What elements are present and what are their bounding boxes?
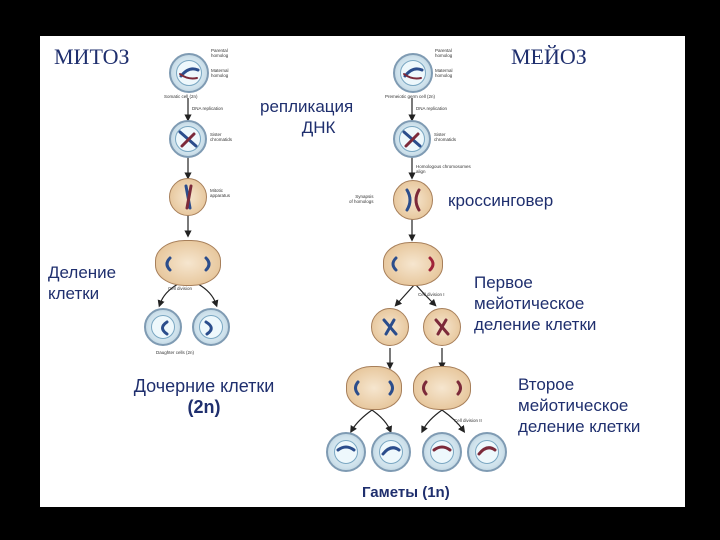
- arrows-layer: [157, 98, 466, 434]
- mitosis-division-label: Cell division: [168, 286, 193, 291]
- premeiotic-cell: [393, 53, 433, 93]
- division-two-label: Cell division II: [454, 418, 482, 423]
- meiosis-i-daughter-left: [371, 308, 409, 346]
- division-one-label: Cell division I: [418, 292, 445, 297]
- gamete-1: [326, 432, 366, 472]
- daughter-cell-right: [192, 308, 230, 346]
- gamete-3: [422, 432, 462, 472]
- chromosomes-layer: [161, 67, 497, 456]
- meiosis-replicated-cell: [393, 120, 431, 158]
- crossing-over-annotation: кроссинговер: [448, 191, 554, 210]
- gametes-annotation: Гаметы (1n): [362, 484, 450, 501]
- somatic-cell: [169, 53, 209, 93]
- somatic-cell-label: Somatic cell (2n): [164, 94, 198, 99]
- premeiotic-cell-label: Premeiotic germ cell (2n): [385, 94, 436, 99]
- meiosis-replication-label: DNA replication: [416, 106, 448, 111]
- daughter-cells-label: Daughter cells (2n): [156, 350, 195, 355]
- daughter-cells-annotation: Дочерние клетки(2n): [133, 376, 275, 417]
- mitosis-title: МИТОЗ: [54, 44, 130, 69]
- mitosis-replication-label: DNA replication: [192, 106, 224, 111]
- synapsis-cell: [393, 180, 433, 220]
- gamete-4: [467, 432, 507, 472]
- meiosis-title: МЕЙОЗ: [511, 44, 587, 69]
